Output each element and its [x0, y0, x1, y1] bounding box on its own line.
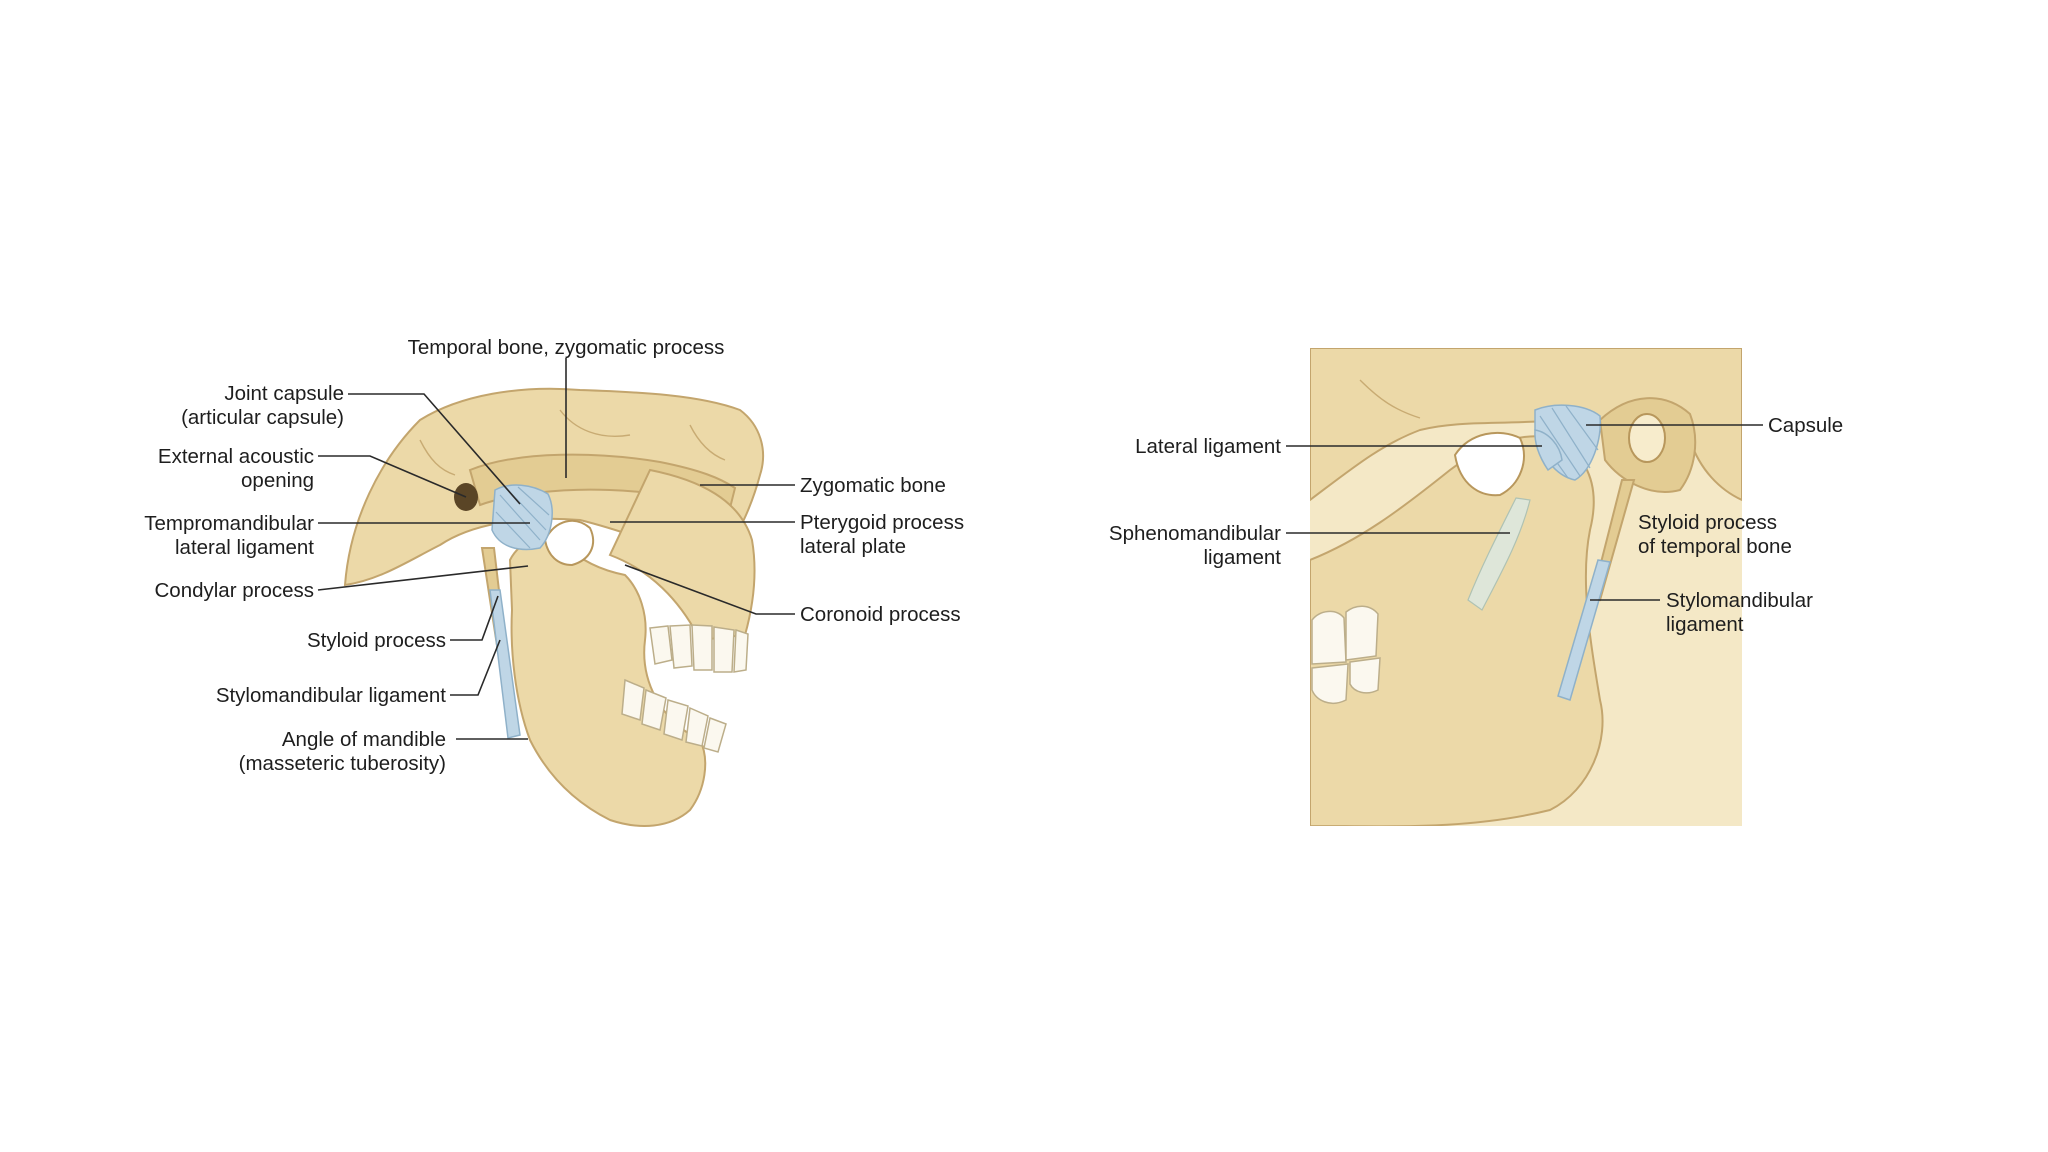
left-maxilla [608, 468, 756, 642]
label-zygomatic-bone: Zygomatic bone [800, 474, 946, 497]
label-stylomandibular-ligament: Stylomandibular ligament [216, 684, 446, 707]
label-angle-mandible-1: Angle of mandible [282, 728, 446, 751]
label-pterygoid-2: lateral plate [800, 535, 906, 558]
left-sigmoid-notch [543, 519, 595, 567]
label-condylar-process: Condylar process [154, 579, 314, 602]
right-labels: Lateral ligament Sphenomandibular ligame… [1109, 414, 1843, 636]
label-styloid-temporal-2: of temporal bone [1638, 535, 1792, 558]
right-teeth [1311, 605, 1381, 704]
left-joint-capsule [491, 484, 553, 551]
left-suture-3 [689, 424, 726, 461]
label-external-acoustic-1: External acoustic [158, 445, 314, 468]
leader-joint-capsule [348, 393, 521, 505]
left-labels: Temporal bone, zygomatic process Joint c… [144, 336, 964, 775]
left-upper-teeth [649, 624, 749, 673]
label-coronoid-process: Coronoid process [800, 603, 961, 626]
right-closeup-illustration [1310, 348, 1742, 826]
label-lateral-ligament: Lateral ligament [1135, 435, 1281, 458]
leader-condylar [317, 565, 529, 591]
label-tmj-lateral-1: Tempromandibular [144, 512, 314, 535]
label-styloid-temporal-1: Styloid process [1638, 511, 1777, 534]
label-sphenomandibular-1: Sphenomandibular [1109, 522, 1281, 545]
right-ear-canal [1628, 413, 1666, 463]
leader-styloid [450, 595, 499, 641]
left-suture-2 [419, 439, 456, 476]
label-temporal-bone: Temporal bone, zygomatic process [408, 336, 725, 359]
right-lateral-ligament [1534, 429, 1563, 472]
label-sphenomandibular-2: ligament [1204, 546, 1282, 569]
right-sigmoid-notch [1453, 431, 1525, 497]
left-suture-1 [559, 409, 631, 437]
leader-coronoid [624, 564, 795, 615]
label-styloid-process: Styloid process [307, 629, 446, 652]
label-angle-mandible-2: (masseteric tuberosity) [239, 752, 446, 775]
left-mandible [508, 536, 707, 827]
label-external-acoustic-2: opening [241, 469, 314, 492]
label-capsule: Capsule [1768, 414, 1843, 437]
right-suture [1359, 379, 1421, 419]
leader-stylomandibular [450, 639, 501, 696]
right-stylomandibular-ligament [1557, 559, 1611, 701]
label-joint-capsule-2: (articular capsule) [181, 406, 344, 429]
label-stylomandibular-right-2: ligament [1666, 613, 1744, 636]
label-stylomandibular-right-1: Stylomandibular [1666, 589, 1813, 612]
leader-external-acoustic [318, 455, 467, 498]
label-pterygoid-1: Pterygoid process [800, 511, 964, 534]
left-lower-teeth [621, 678, 727, 753]
left-stylomandibular-ligament [489, 589, 521, 739]
label-joint-capsule-1: Joint capsule [224, 382, 344, 405]
label-tmj-lateral-2: lateral ligament [175, 536, 314, 559]
right-sphenomandibular-ligament [1467, 497, 1531, 611]
